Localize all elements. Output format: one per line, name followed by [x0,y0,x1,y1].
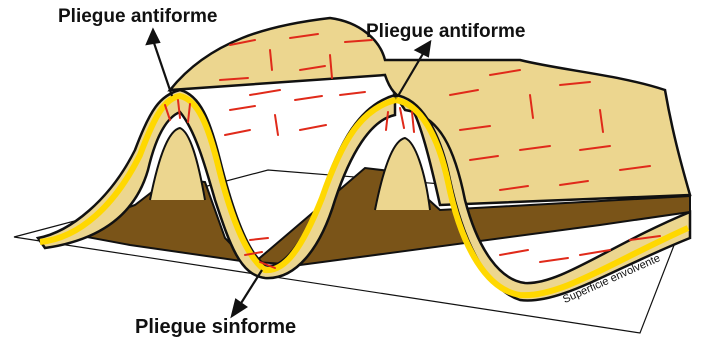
label-antiform-left: Pliegue antiforme [58,6,217,28]
arrow-antiform-left [153,40,172,96]
arrow-sinform [238,270,262,308]
label-sinform: Pliegue sinforme [135,316,296,339]
label-antiform-right: Pliegue antiforme [366,21,525,43]
inner-arch-right [375,138,430,210]
